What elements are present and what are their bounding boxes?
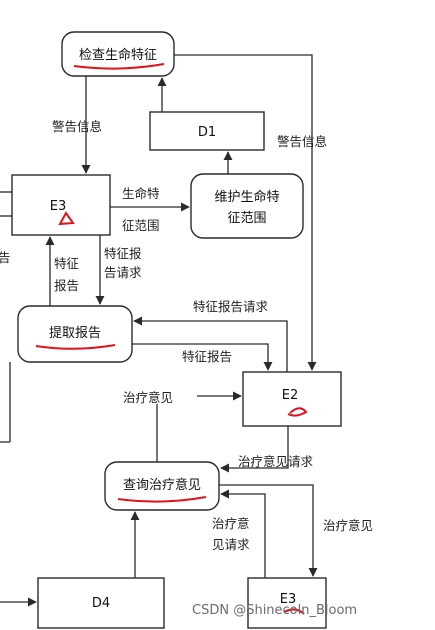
store-d1: D1 <box>149 111 265 151</box>
label-e2: E2 <box>282 388 299 403</box>
label-extract-report: 提取报告 <box>49 325 101 341</box>
label-e3-top: E3 <box>50 199 67 214</box>
store-d4: D4 <box>37 577 165 629</box>
label-query-treatment: 查询治疗意见 <box>123 477 201 493</box>
annotation-underline <box>73 63 165 70</box>
edges <box>0 54 318 607</box>
label-treatment-opinion-right: 治疗意见 <box>323 518 373 533</box>
label-treat-req-2: 见请求 <box>212 537 250 552</box>
label-e3-bottom: E3 <box>280 592 297 607</box>
process-maintain-vital-range: 维护生命特 征范围 <box>190 173 304 239</box>
label-feature-req-1: 特征报 <box>104 246 142 261</box>
label-check-vital-signs: 检查生命特征 <box>79 47 157 63</box>
entity-e3-bottom: E3 <box>247 577 327 629</box>
entity-e2: E2 <box>242 371 342 427</box>
annotation-mark <box>283 608 305 615</box>
annotation-underline <box>117 496 207 503</box>
label-d4: D4 <box>92 596 110 611</box>
label-alarm-info-left: 警告信息 <box>52 119 102 134</box>
edge-query-to-e3-bottom <box>219 484 318 577</box>
watermark: CSDN @Shinecoln_Bloom <box>192 603 357 618</box>
annotation-mark <box>58 211 75 226</box>
label-maintain-line2: 征范围 <box>227 211 266 226</box>
annotation-mark <box>287 407 308 417</box>
label-feature-1: 特征 <box>54 256 80 271</box>
label-feature-2: 报告 <box>54 278 79 293</box>
label-feature-report-request: 特征报告请求 <box>193 299 269 314</box>
label-feature-report: 特征报告 <box>182 349 232 364</box>
edge-e2-to-extract <box>133 316 288 372</box>
label-feature-req-2: 告请求 <box>104 265 142 280</box>
process-query-treatment: 查询治疗意见 <box>104 461 220 511</box>
label-treatment-opinion-left: 治疗意见 <box>123 390 173 405</box>
label-vital-range-2: 征范围 <box>122 218 160 233</box>
label-d1: D1 <box>198 125 216 140</box>
label-treatment-opinion-request: 治疗意见请求 <box>238 454 314 469</box>
process-check-vital-signs: 检查生命特征 <box>61 31 175 77</box>
edge-e3-bottom-to-query <box>220 489 266 578</box>
annotation-underline <box>35 344 116 350</box>
label-maintain-line1: 维护生命特 <box>214 189 279 205</box>
label-alarm-info-right: 警告信息 <box>277 134 327 149</box>
edge-extract-to-e2 <box>132 343 273 371</box>
label-partial-left: 告 <box>0 250 11 265</box>
label-vital-range-1: 生命特 <box>122 186 160 201</box>
edge-check-to-e2 <box>174 54 317 371</box>
process-extract-report: 提取报告 <box>17 305 133 363</box>
edge-e2-to-query <box>220 426 289 473</box>
entity-e3-top: E3 <box>11 174 111 236</box>
label-treat-req-1: 治疗意 <box>212 516 250 531</box>
edge-labels: 警告信息 警告信息 生命特 征范围 特征 报告 特征报 告请求 特征报告请求 特… <box>0 119 373 552</box>
